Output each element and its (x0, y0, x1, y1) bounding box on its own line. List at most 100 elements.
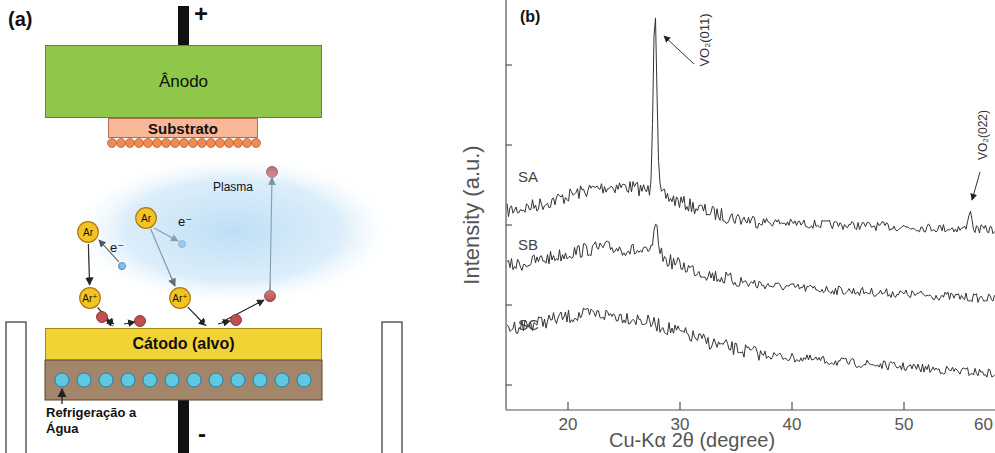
argon-ion: Ar⁺ (79, 287, 101, 309)
tick (506, 304, 512, 305)
film-atom (243, 139, 252, 148)
text-label: SC (518, 316, 539, 333)
water-channels (55, 373, 311, 387)
text-label: e⁻ (178, 214, 192, 229)
plasma-glow (78, 158, 388, 303)
node-outline (78, 158, 388, 303)
water-channel (143, 373, 157, 387)
x-axis (506, 409, 995, 410)
node-label: Ar (83, 227, 93, 238)
diffraction-curve (507, 224, 995, 302)
film-atom (207, 139, 216, 148)
film-atom (234, 139, 243, 148)
film-atom (126, 139, 135, 148)
substrate-box: Substrato (108, 118, 258, 138)
impact-burst (116, 319, 117, 326)
film-atom (144, 139, 153, 148)
peak-arrow (664, 36, 694, 64)
y-axis (505, 0, 506, 410)
cathode-target: Cátodo (alvo) (45, 328, 322, 360)
axis-ticks (506, 65, 904, 410)
trajectory-arrow (106, 320, 114, 324)
text-label: Cu-Kα 2θ (degree) (609, 429, 775, 452)
water-channel (99, 373, 113, 387)
trajectory-arrow (222, 300, 264, 322)
text-label: 40 (783, 415, 802, 435)
ion-trajectory (188, 307, 206, 326)
film-atom (108, 139, 117, 148)
water-channel (297, 373, 311, 387)
text-label: (b) (520, 8, 540, 26)
chamber-wall (382, 322, 402, 453)
water-channel (77, 373, 91, 387)
film-atom (225, 139, 234, 148)
tick (567, 402, 568, 410)
tick (791, 402, 792, 410)
water-channel (121, 373, 135, 387)
text-label: 60 (974, 415, 993, 435)
text-label: SA (518, 168, 538, 185)
node-label: Ar⁺ (82, 293, 97, 304)
film-atom (162, 139, 171, 148)
plasma-region: Plasma (78, 158, 388, 303)
node-label: Ar⁺ (172, 293, 187, 304)
film-atom (180, 139, 189, 148)
atom-circle (136, 208, 157, 229)
cathode-post (178, 400, 189, 453)
tick (903, 402, 904, 410)
text-label: Refrigeração a Água (46, 405, 166, 436)
film-atom (198, 139, 207, 148)
node-label: Ar (141, 213, 151, 224)
tick (506, 224, 512, 225)
diffraction-curve (507, 308, 995, 377)
atom-circle (80, 288, 101, 309)
film-atom (171, 139, 180, 148)
text-label: SB (518, 236, 538, 253)
impact-burst (210, 319, 211, 326)
cooling-base (45, 360, 322, 400)
target-atom (97, 312, 108, 323)
text-label: e⁻ (110, 240, 124, 255)
peak-arrow (972, 172, 980, 200)
text-label: Intensity (a.u.) (459, 145, 485, 284)
node-label: Substrato (148, 120, 218, 137)
water-channel (55, 373, 69, 387)
argon-atom: Ar (77, 221, 99, 243)
water-channel (253, 373, 267, 387)
tick (506, 144, 512, 145)
water-channel (275, 373, 289, 387)
target-atom (231, 315, 242, 326)
argon-atom: Ar (135, 207, 157, 229)
atom-circle (170, 288, 191, 309)
text-label: + (194, 0, 208, 28)
text-label: (a) (8, 8, 32, 31)
film-atom (189, 139, 198, 148)
argon-ion: Ar⁺ (169, 287, 191, 309)
water-channel (231, 373, 245, 387)
film-atom (153, 139, 162, 148)
text-label: VO₂(011) (697, 13, 712, 66)
diffraction-curve (507, 18, 995, 234)
water-channel (209, 373, 223, 387)
text-label: VO₂(022) (976, 110, 990, 160)
film-atom (216, 139, 225, 148)
anode-post (178, 6, 189, 46)
anode-box: Ânodo (45, 45, 322, 118)
tick (506, 384, 512, 385)
tick (679, 402, 680, 410)
node-label: Plasma (213, 180, 253, 194)
film-atom (117, 139, 126, 148)
deposited-atoms (108, 139, 261, 148)
pointer-arrow (61, 389, 62, 404)
node-label: Ânodo (159, 72, 208, 92)
tick (506, 64, 512, 65)
atom-circle (78, 222, 99, 243)
water-channel (187, 373, 201, 387)
chamber-wall (6, 322, 26, 453)
text-label: 50 (895, 415, 914, 435)
water-channel (165, 373, 179, 387)
film-atom (252, 139, 261, 148)
text-label: 20 (559, 415, 578, 435)
trajectory-arrow (124, 322, 135, 324)
